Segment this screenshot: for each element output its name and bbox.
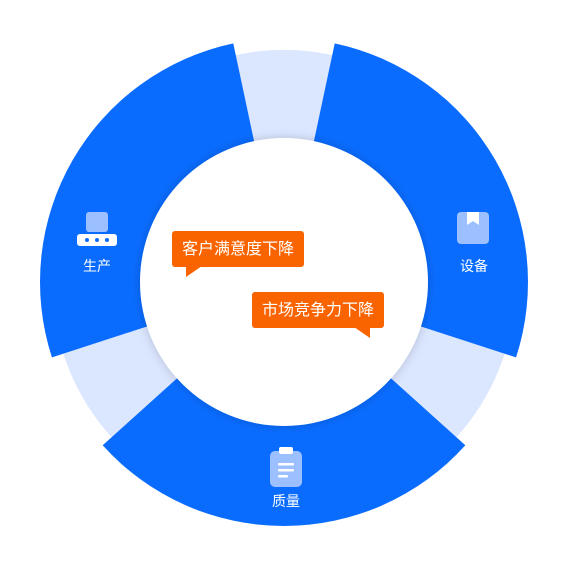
inner-disc xyxy=(140,138,428,426)
callout-market-competitiveness: 市场竞争力下降 xyxy=(252,292,385,338)
ring-gap-left xyxy=(60,320,185,444)
callout-tail xyxy=(354,327,371,338)
box-icon xyxy=(457,212,489,244)
callout-text: 客户满意度下降 xyxy=(182,239,295,258)
ring-gap-top xyxy=(227,50,341,149)
ring-gap-segments xyxy=(60,50,508,444)
ring-segment-equipment xyxy=(312,43,528,358)
segment-label-quality: 质量 xyxy=(272,494,300,510)
ring-segment-production xyxy=(40,43,256,358)
callout-customer-satisfaction: 客户满意度下降 xyxy=(172,231,305,277)
ring-segments xyxy=(40,43,528,526)
ring-gap-right xyxy=(383,320,508,444)
segment-label-production: 生产 xyxy=(83,259,111,275)
clipboard-icon xyxy=(270,447,302,487)
callout-tail xyxy=(186,266,202,277)
callout-text: 市场竞争力下降 xyxy=(262,300,375,319)
segment-label-equipment: 设备 xyxy=(460,259,488,275)
conveyor-icon xyxy=(77,212,117,246)
